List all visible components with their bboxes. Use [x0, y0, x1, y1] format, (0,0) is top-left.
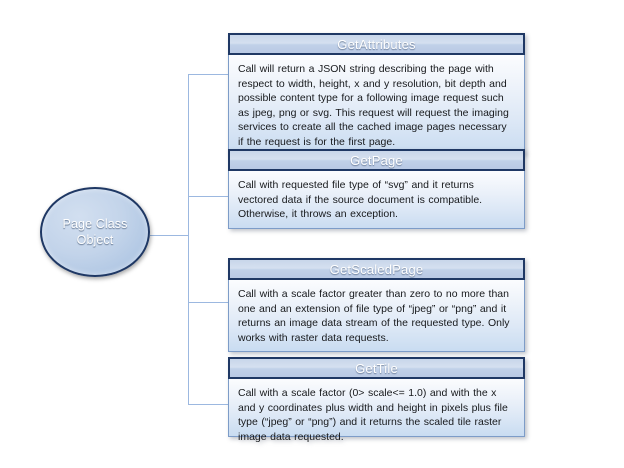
method-body-get-tile: Call with a scale factor (0> scale<= 1.0… [228, 379, 525, 443]
method-title-get-tile: GetTile [355, 360, 398, 376]
page-class-object-node[interactable]: Page Class Object [40, 187, 150, 277]
method-header-get-tile: GetTile [228, 357, 525, 379]
method-description-get-scaled-page: Call with a scale factor greater than ze… [238, 288, 510, 344]
connector-trunk [188, 74, 189, 405]
method-header-get-page: GetPage [228, 149, 525, 171]
method-title-get-attributes: GetAttributes [337, 36, 416, 52]
page-class-object-label: Page Class Object [62, 217, 128, 247]
method-title-get-scaled-page: GetScaledPage [329, 261, 424, 277]
method-title-get-page: GetPage [350, 152, 403, 168]
method-header-get-attributes: GetAttributes [228, 33, 525, 55]
method-body-get-scaled-page: Call with a scale factor greater than ze… [228, 280, 525, 352]
connector-branch-get-tile [188, 404, 229, 405]
method-description-get-page: Call with requested file type of “svg” a… [238, 179, 483, 220]
method-body-get-page: Call with requested file type of “svg” a… [228, 171, 525, 229]
method-box-get-page[interactable]: GetPage Call with requested file type of… [228, 149, 525, 229]
method-description-get-attributes: Call will return a JSON string describin… [238, 63, 509, 148]
method-box-get-attributes[interactable]: GetAttributes Call will return a JSON st… [228, 33, 525, 155]
method-description-get-tile: Call with a scale factor (0> scale<= 1.0… [238, 387, 508, 443]
method-body-get-attributes: Call will return a JSON string describin… [228, 55, 525, 155]
connector-branch-get-attributes [188, 74, 229, 75]
method-header-get-scaled-page: GetScaledPage [228, 258, 525, 280]
method-box-get-scaled-page[interactable]: GetScaledPage Call with a scale factor g… [228, 258, 525, 352]
method-box-get-tile[interactable]: GetTile Call with a scale factor (0> sca… [228, 357, 525, 443]
connector-root-stem [150, 235, 189, 236]
connector-branch-get-page [188, 196, 229, 197]
connector-branch-get-scaled-page [188, 302, 229, 303]
